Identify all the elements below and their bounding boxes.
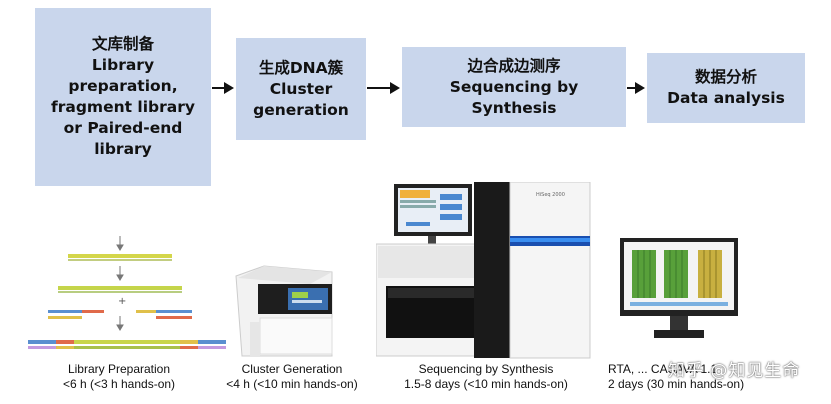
step-label-cn: 边合成边测序 (467, 56, 561, 75)
step-label-en: Sequencing by Synthesis (449, 77, 579, 117)
step-label-cn: 生成DNA簇 (258, 58, 344, 77)
caption-cluster-generation: Cluster Generation <4 h (<10 min hands-o… (212, 362, 372, 392)
step-box-library-prep: 文库制备 Library preparation, fragment libra… (35, 8, 211, 186)
caption-sequencing: Sequencing by Synthesis 1.5-8 days (<10 … (386, 362, 586, 392)
caption-library-prep: Library Preparation <6 h (<3 h hands-on) (44, 362, 194, 392)
caption-title: Sequencing by Synthesis (418, 362, 554, 376)
caption-time: <6 h (<3 h hands-on) (62, 377, 176, 391)
flow-arrow-2 (367, 82, 400, 94)
cluster-station-device (235, 265, 333, 357)
step-label-en: Library preparation, fragment library or… (50, 56, 196, 158)
step-label-en: Cluster generation (253, 79, 349, 119)
flow-arrow-1 (212, 82, 234, 94)
svg-text:HiSeq 2000: HiSeq 2000 (536, 192, 565, 198)
sequencer-device: HiSeq 2000 (376, 182, 591, 359)
step-box-sequencing: 边合成边测序 Sequencing by Synthesis (402, 47, 626, 127)
caption-title: Library Preparation (67, 362, 171, 376)
caption-title: Cluster Generation (241, 362, 343, 376)
step-box-data-analysis: 数据分析 Data analysis (647, 53, 805, 123)
library-prep-illustration: + (28, 236, 226, 349)
step-label-en: Data analysis (667, 89, 785, 107)
analysis-monitor (620, 238, 738, 338)
step-label-cn: 数据分析 (694, 68, 757, 86)
caption-title: RTA, ... CASAVA 1.1 (608, 362, 718, 376)
caption-data-analysis: RTA, ... CASAVA 1.1 2 days (30 min hands… (608, 362, 768, 392)
caption-time: 1.5-8 days (<10 min hands-on) (404, 377, 568, 391)
step-label-cn: 文库制备 (91, 35, 154, 53)
svg-text:+: + (118, 296, 126, 307)
caption-time: 2 days (30 min hands-on) (608, 377, 745, 391)
caption-time: <4 h (<10 min hands-on) (226, 377, 358, 391)
watermark: 知乎 @知见生命 (668, 361, 801, 381)
flow-arrow-3 (627, 82, 645, 94)
step-box-cluster-generation: 生成DNA簇 Cluster generation (236, 38, 366, 140)
